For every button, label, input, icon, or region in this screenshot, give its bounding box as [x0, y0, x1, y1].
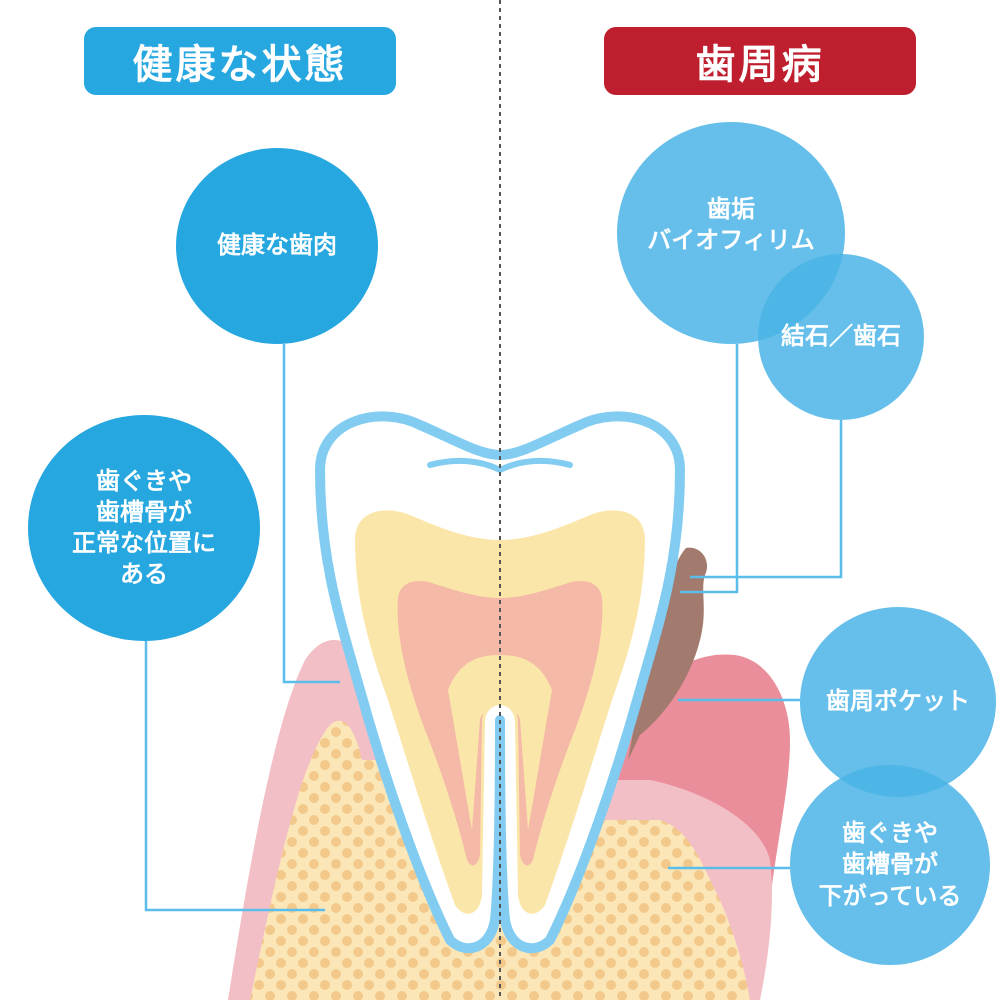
- calculus-deposit: [628, 547, 708, 760]
- calculus-bubble: 結石／歯石: [758, 254, 924, 420]
- healthy-state-header: 健康な状態: [84, 27, 396, 95]
- gum-recession-bubble: 歯ぐきや 歯槽骨が 下がっている: [790, 765, 990, 965]
- tooth-pulp: [397, 580, 603, 866]
- crown-wave-line: [427, 457, 573, 474]
- periodontal-disease-header: 歯周病: [604, 27, 916, 95]
- leader-biofilm: [680, 344, 739, 594]
- leader-calculus: [690, 420, 843, 579]
- healthy-gum-bubble: 健康な歯肉: [176, 148, 378, 344]
- leader-healthy-gum: [282, 344, 340, 684]
- root-canal-inner: [448, 655, 552, 830]
- leader-healthy-bone: [144, 641, 325, 912]
- healthy-bone-bubble: 歯ぐきや 歯槽骨が 正常な位置に ある: [28, 415, 260, 641]
